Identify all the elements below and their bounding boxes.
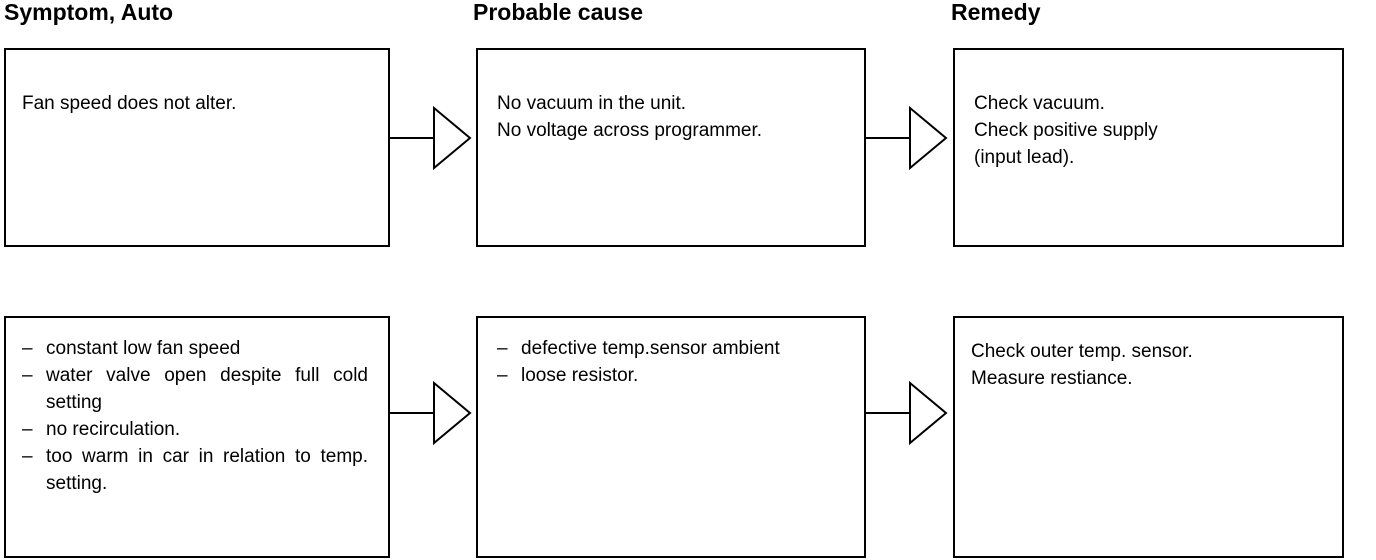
row1-cause-box: No vacuum in the unit. No voltage across… — [476, 48, 866, 247]
row1-symptom-text: Fan speed does not alter. — [22, 90, 370, 117]
arrow-head — [433, 105, 472, 171]
row1-cause-text: No vacuum in the unit. No voltage across… — [497, 90, 846, 144]
remedy-line: Check outer temp. sensor. — [971, 341, 1193, 362]
symptom-list-item: – too warm in car in relation to temp. s… — [22, 443, 368, 497]
arrow-head — [909, 380, 948, 446]
arrow-head — [433, 380, 472, 446]
symptom-item-text: water valve open despite full cold setti… — [46, 365, 368, 413]
arrow-head — [909, 105, 948, 171]
row2-arrow-symptom-to-cause-icon — [388, 380, 472, 446]
symptom-item-text: too warm in car in relation to temp. set… — [46, 446, 368, 494]
row2-arrow-cause-to-remedy-icon — [864, 380, 948, 446]
row1-arrow-symptom-to-cause-icon — [388, 105, 472, 171]
remedy-line: Measure restiance. — [971, 368, 1133, 389]
bullet-dash: – — [497, 338, 508, 359]
row1-remedy-text: Check vacuum. Check positive supply (inp… — [974, 90, 1324, 171]
row2-cause-text: – defective temp.sensor ambient – loose … — [497, 335, 846, 389]
row2-remedy-text: Check outer temp. sensor. Measure restia… — [971, 338, 1324, 392]
cause-item-text: defective temp.sensor ambient — [521, 338, 780, 359]
cause-item-text: loose resistor. — [521, 365, 639, 386]
column-header-remedy: Remedy — [951, 0, 1041, 25]
row1-arrow-cause-to-remedy-icon — [864, 105, 948, 171]
row2-remedy-box: Check outer temp. sensor. Measure restia… — [953, 316, 1344, 558]
symptom-list-item: – water valve open despite full cold set… — [22, 362, 368, 416]
cause-line: No vacuum in the unit. — [497, 93, 687, 114]
row1-symptom-box: Fan speed does not alter. — [4, 48, 390, 247]
cause-list-item: – defective temp.sensor ambient — [497, 335, 846, 362]
bullet-dash: – — [22, 338, 33, 359]
remedy-line: Check vacuum. — [974, 93, 1105, 114]
row2-symptom-text: – constant low fan speed – water valve o… — [22, 335, 368, 497]
bullet-dash: – — [22, 446, 33, 467]
row2-cause-box: – defective temp.sensor ambient – loose … — [476, 316, 866, 558]
bullet-dash: – — [22, 365, 33, 386]
symptom-line: Fan speed does not alter. — [22, 93, 237, 114]
row1-remedy-box: Check vacuum. Check positive supply (inp… — [953, 48, 1344, 247]
cause-line: No voltage across programmer. — [497, 120, 763, 141]
symptom-list-item: – constant low fan speed — [22, 335, 368, 362]
remedy-line: (input lead). — [974, 147, 1075, 168]
symptom-list-item: – no recirculation. — [22, 416, 368, 443]
cause-list-item: – loose resistor. — [497, 362, 846, 389]
symptom-item-text: constant low fan speed — [46, 338, 241, 359]
bullet-dash: – — [497, 365, 508, 386]
column-header-cause: Probable cause — [473, 0, 644, 25]
symptom-item-text: no recirculation. — [46, 419, 181, 440]
bullet-dash: – — [22, 419, 33, 440]
remedy-line: Check positive supply — [974, 120, 1158, 141]
row2-symptom-box: – constant low fan speed – water valve o… — [4, 316, 390, 558]
column-header-symptom: Symptom, Auto — [4, 0, 174, 25]
